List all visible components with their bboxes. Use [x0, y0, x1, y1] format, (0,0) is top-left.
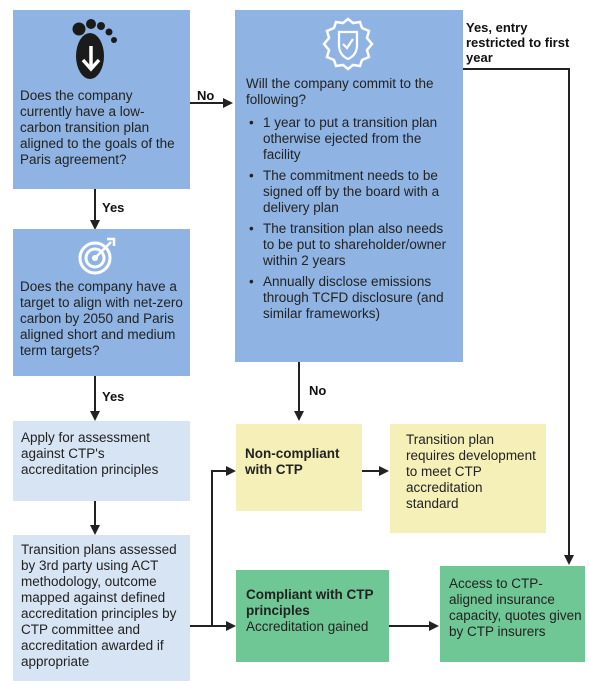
commitment-requirements: Will the company commit to the following… — [235, 10, 463, 362]
commitment-criterion: 1 year to put a transition plan otherwis… — [246, 115, 456, 163]
label-entry-restricted: Yes, entry restricted to first year — [466, 20, 570, 65]
plan-requires-development: Transition plan requires development to … — [390, 424, 546, 533]
apply-for-assessment-text: Apply for assessment against CTP's accre… — [21, 430, 159, 477]
commitment-criteria-list: 1 year to put a transition plan otherwis… — [246, 115, 456, 327]
plan-requires-development-text: Transition plan requires development to … — [406, 432, 536, 511]
insurance-access: Access to CTP-aligned insurance capacity… — [440, 566, 585, 662]
insurance-access-text: Access to CTP-aligned insurance capacity… — [449, 576, 582, 639]
target-icon — [78, 237, 116, 275]
compliant-text: Accreditation gained — [246, 619, 369, 634]
commitment-intro: Will the company commit to the following… — [246, 76, 434, 107]
label-yes-to-apply: Yes — [102, 389, 125, 404]
commitment-criterion: The transition plan also needs to be put… — [246, 221, 456, 269]
label-no-to-noncompliant: No — [309, 383, 327, 398]
question-transition-plan-text: Does the company currently have a low-ca… — [20, 88, 175, 167]
arrow-branch-to-noncompliant — [190, 466, 236, 627]
third-party-assessment-text: Transition plans assessed by 3rd party u… — [21, 542, 177, 669]
arrow-commit-to-access — [463, 68, 574, 565]
label-no-to-commitment: No — [197, 88, 215, 103]
non-compliant-outcome: Non-compliant with CTP — [236, 424, 362, 511]
compliant-title: Compliant with CTP principles — [246, 587, 374, 618]
commitment-criterion: The commitment needs to be signed off by… — [246, 168, 456, 216]
question-net-zero-target: Does the company have a target to align … — [13, 229, 190, 376]
question-transition-plan: Does the company currently have a low-ca… — [13, 10, 190, 189]
label-yes-to-target: Yes — [102, 200, 125, 215]
question-net-zero-target-text: Does the company have a target to align … — [20, 279, 183, 358]
non-compliant-title: Non-compliant with CTP — [245, 446, 340, 477]
apply-for-assessment: Apply for assessment against CTP's accre… — [13, 421, 190, 501]
compliant-outcome: Compliant with CTP principles Accreditat… — [236, 570, 389, 662]
shield-check-icon — [322, 17, 374, 71]
footprint-icon — [72, 19, 117, 79]
commitment-criterion: Annually disclose emissions through TCFD… — [246, 274, 456, 322]
third-party-assessment: Transition plans assessed by 3rd party u… — [13, 535, 190, 681]
